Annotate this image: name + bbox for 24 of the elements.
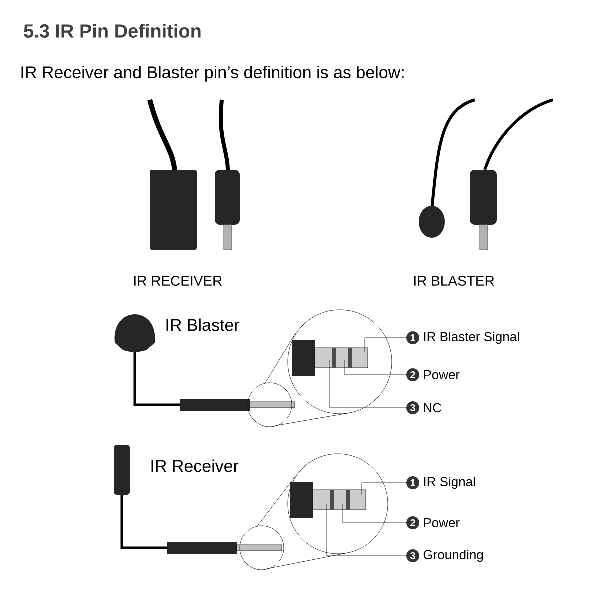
- callout-number: 3: [406, 402, 420, 414]
- callout-number: 3: [406, 550, 420, 562]
- callout-text: NC: [424, 403, 442, 413]
- leader-line: [364, 338, 406, 352]
- leader-line: [330, 360, 406, 408]
- device-label: IR Receiver: [152, 460, 239, 472]
- device-label: IR Blaster: [166, 318, 240, 332]
- photo-label: IR BLASTER: [414, 276, 494, 286]
- callout-number: 2: [406, 368, 420, 382]
- callout-number: 2: [406, 516, 420, 530]
- leader-line: [342, 504, 406, 524]
- photo-label: IR RECEIVER: [134, 276, 222, 286]
- callout-number: 1: [406, 332, 420, 344]
- callout-text: Power: [424, 370, 460, 380]
- callout-text: IR Blaster Signal: [424, 332, 520, 344]
- callout-text: Power: [424, 518, 460, 528]
- callout-number: 1: [406, 476, 420, 490]
- leader-line: [344, 360, 406, 376]
- intro-text: IR Receiver and Blaster pin’s definition is as below:: [22, 66, 404, 82]
- leader-line: [362, 482, 406, 496]
- callout-text: Grounding: [424, 550, 484, 562]
- callout-text: IR Signal: [424, 476, 476, 490]
- heading: 5.3 IR Pin Definition: [24, 24, 201, 38]
- leader-line: [326, 504, 406, 556]
